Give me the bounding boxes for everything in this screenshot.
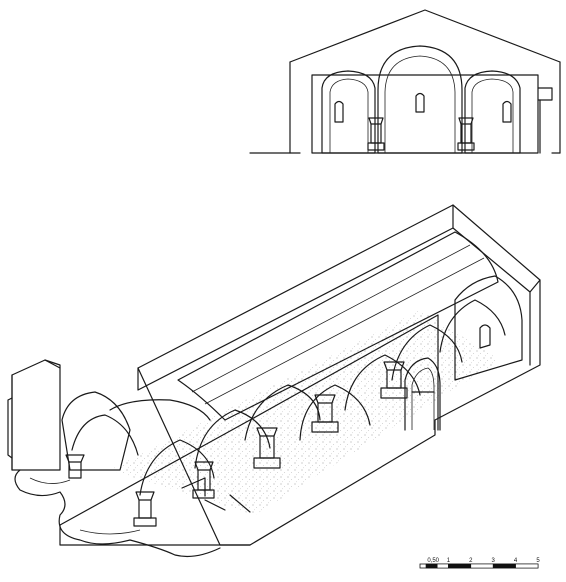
cross-section [249,9,561,154]
pier-group [65,361,408,527]
scale-bar-segment [425,563,438,569]
scale-bar-label: 4 [514,558,518,564]
axonometric-view [7,204,541,558]
scale-bar-segment [492,563,516,569]
scale-bar-label: 0,50 [427,558,439,564]
scale-bar-segment [448,563,472,569]
scale-bar-label: 2 [469,558,473,564]
scale-bar-segment [470,563,494,569]
scale-bar-segment [436,563,449,569]
scale-bar: 0,50 1 2 3 4 5 [419,558,540,569]
scale-bar-label: 1 [447,558,451,564]
scale-bar-label: 3 [492,558,496,564]
scale-bar-segment [515,563,539,569]
scale-bar-label: 5 [536,558,540,564]
